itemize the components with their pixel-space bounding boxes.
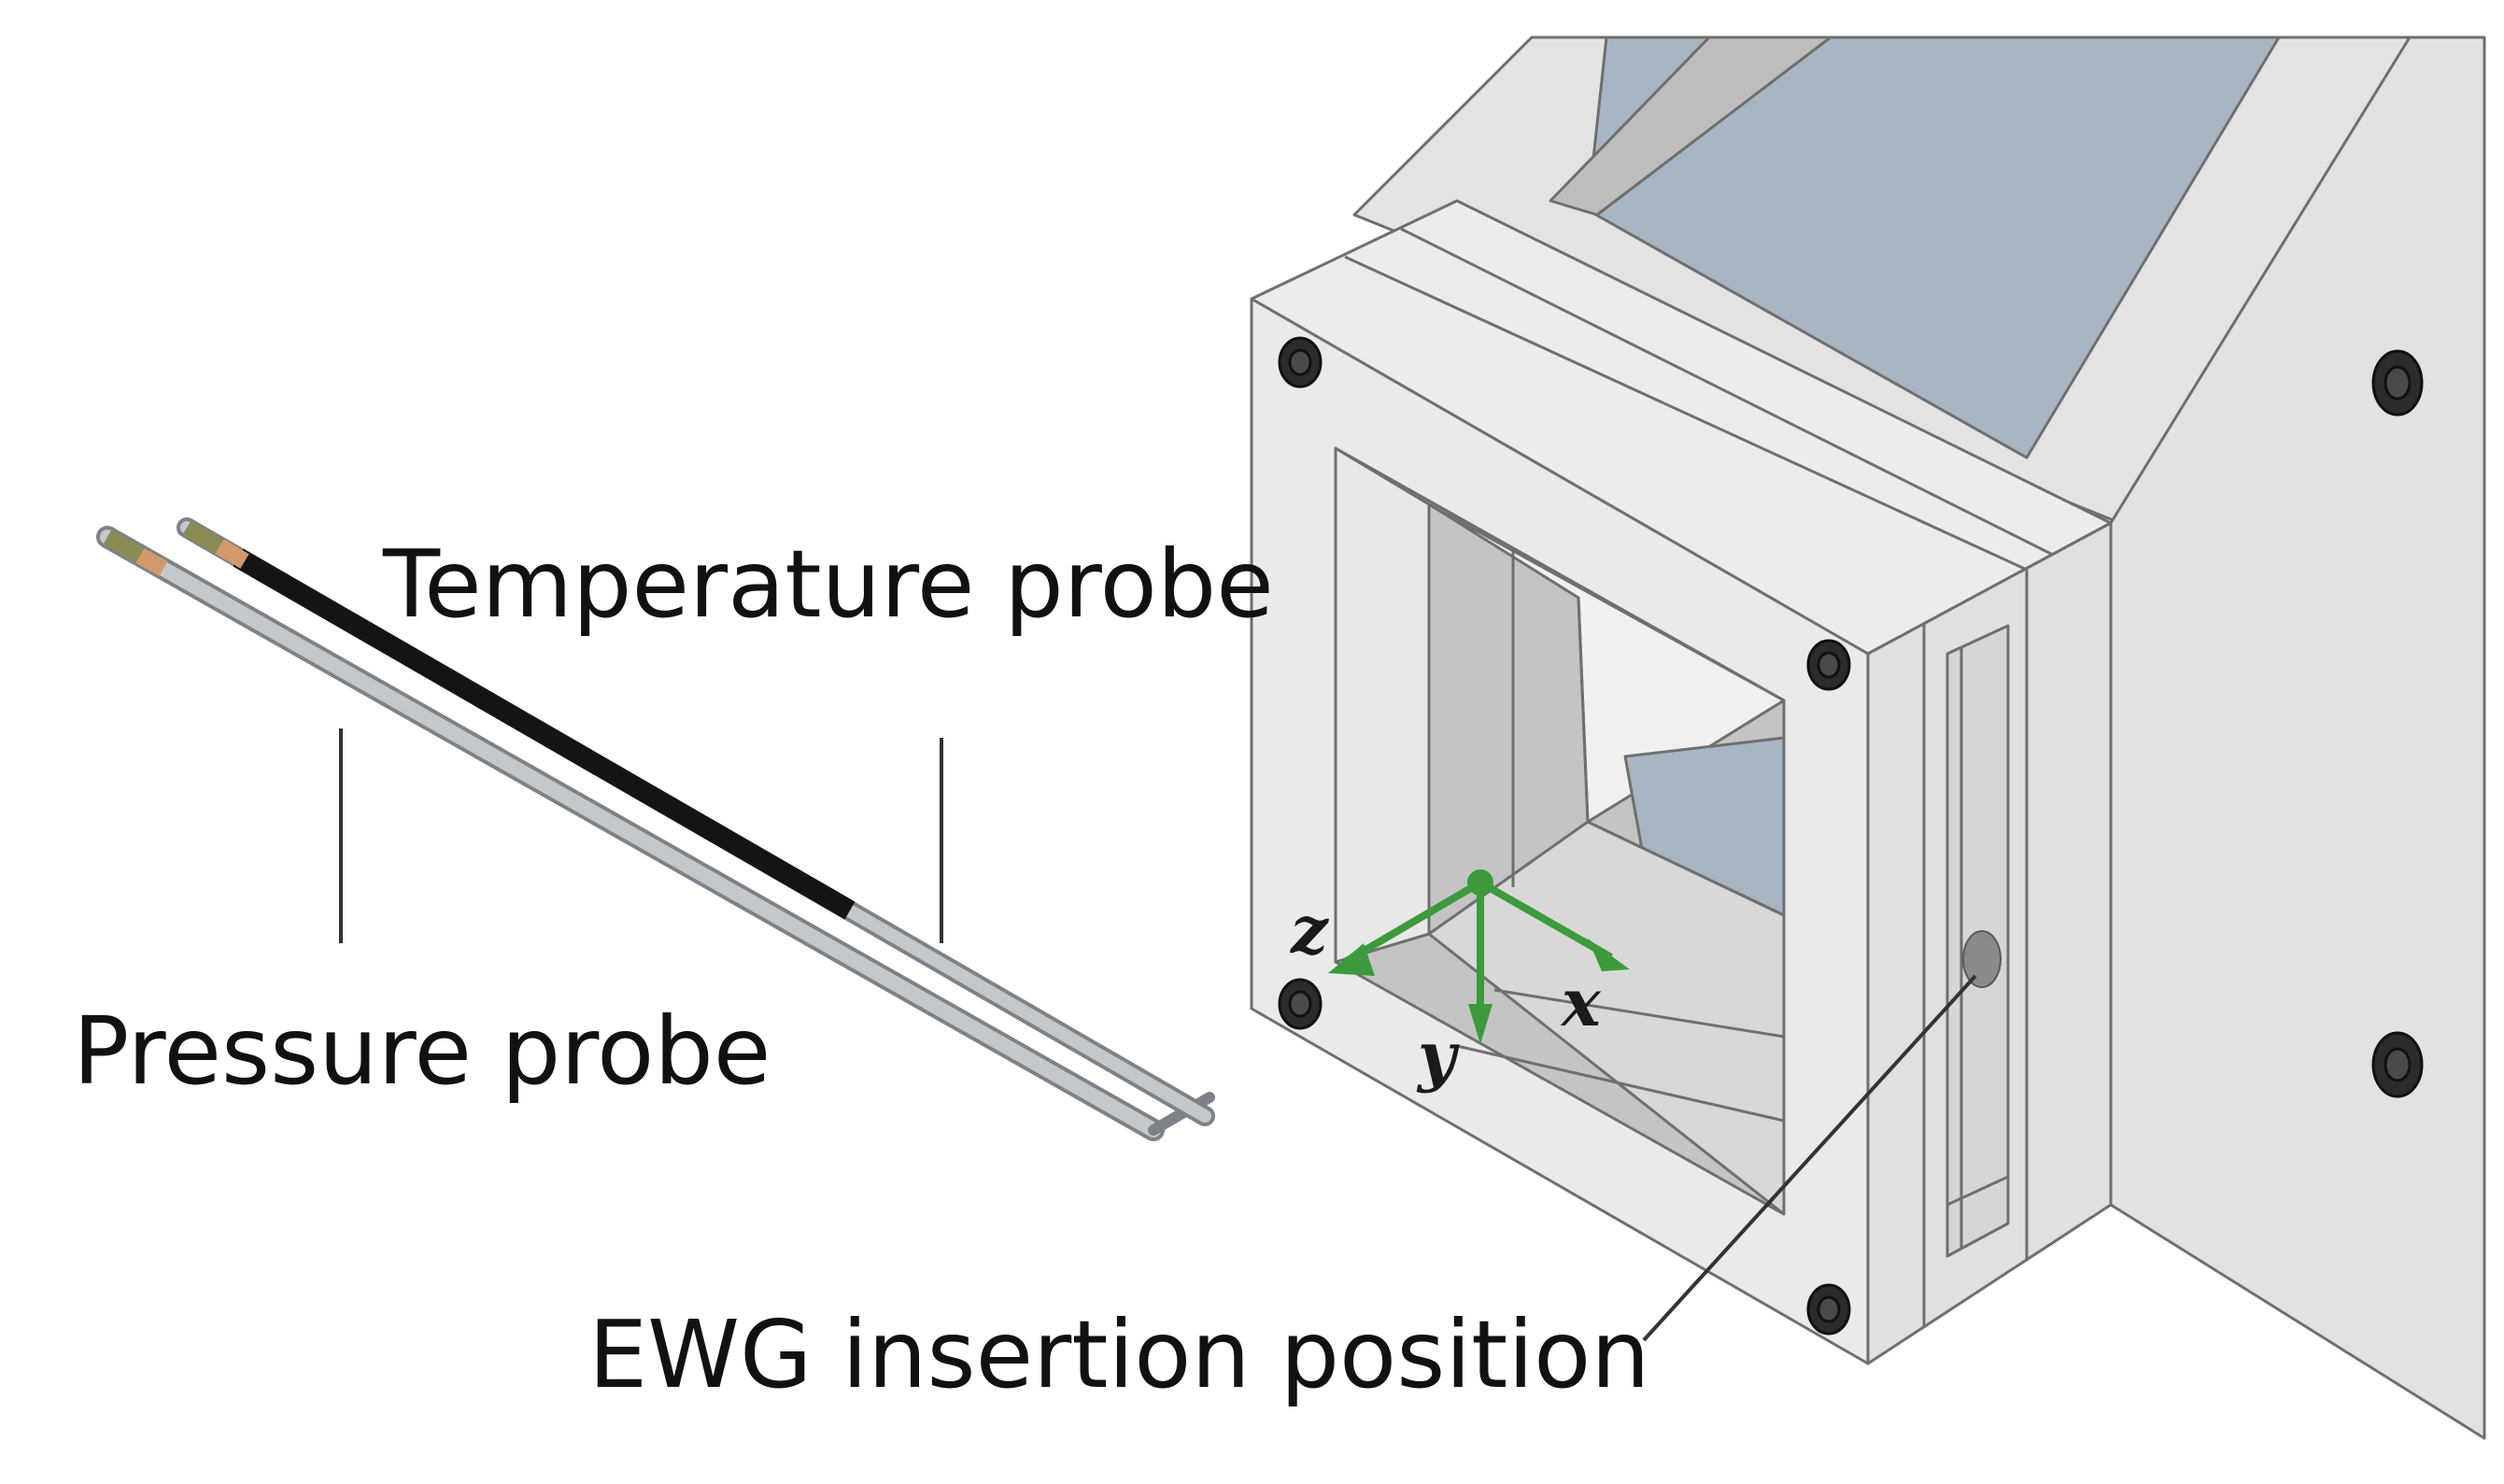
bolt-icon <box>1278 978 1323 1030</box>
temperature-probe-label: Temperature probe <box>382 530 1274 639</box>
temperature-probe <box>177 517 1215 1126</box>
bolt-icon <box>2371 1031 2424 1098</box>
ewg-insertion-label: EWG insertion position <box>588 1300 1650 1409</box>
bolt-icon <box>2371 349 2424 417</box>
leader-lines <box>339 728 1977 1342</box>
bolt-icon <box>1806 1283 1851 1336</box>
upper-duct-inner-face <box>1549 35 1832 217</box>
bolt-icon <box>1278 336 1323 389</box>
duct-housing <box>1250 35 2486 1440</box>
axis-x-arrow <box>1478 879 1613 961</box>
axis-x-arrowhead <box>1588 939 1630 971</box>
bolt-icon <box>1806 639 1851 691</box>
axis-y-arrowhead <box>1468 1004 1492 1044</box>
axis-z-arrow <box>1342 879 1483 966</box>
axis-y-label: y <box>1416 1017 1460 1095</box>
pressure-probe-label: Pressure probe <box>73 996 771 1106</box>
axis-z-arrowhead <box>1328 943 1375 976</box>
ewg-insertion-leader <box>1642 974 1977 1342</box>
axis-z-label: z <box>1289 891 1329 968</box>
coordinate-axes <box>1328 869 1630 1044</box>
axis-origin <box>1467 869 1493 896</box>
axis-x-label: x <box>1560 964 1602 1041</box>
upper-duct-window <box>1586 35 2281 459</box>
bolts <box>1278 336 2424 1336</box>
ewg-insertion-hole <box>1962 930 2002 988</box>
opening-left-wall <box>1334 446 1431 964</box>
